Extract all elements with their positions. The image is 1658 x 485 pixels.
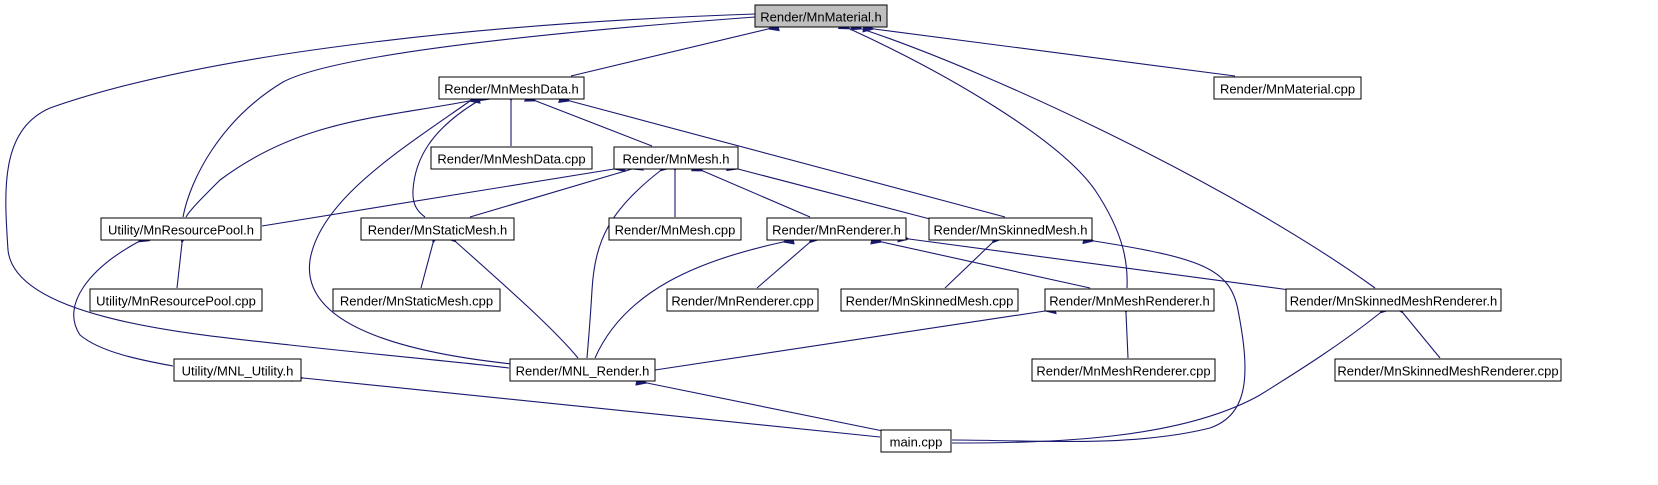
- node-box[interactable]: [89, 288, 263, 312]
- edge-skinnedmeshrenderer_h-to-main_cpp: [951, 302, 1392, 444]
- node-mesh-cpp[interactable]: Render/MnMesh.cpp: [608, 217, 742, 241]
- node-box[interactable]: [928, 217, 1093, 241]
- node-label: Render/MnMesh.cpp: [615, 223, 736, 238]
- node-label: Render/MnMesh.h: [623, 152, 730, 167]
- edge-meshrenderer_h-to-meshrenderer_cpp: [1120, 301, 1131, 359]
- node-material-h[interactable]: Render/MnMaterial.h: [754, 4, 888, 28]
- node-meshdata-cpp[interactable]: Render/MnMeshData.cpp: [430, 146, 593, 170]
- edge-skinnedmesh_h-to-skinnedmesh_cpp: [944, 231, 1004, 289]
- node-skinnedmeshrenderer-cpp[interactable]: Render/MnSkinnedMeshRenderer.cpp: [1334, 358, 1562, 382]
- edge-meshdata_h-to-staticmesh_h: [412, 91, 491, 218]
- node-label: Render/MnMaterial.h: [760, 10, 881, 25]
- node-label: Utility/MNL_Utility.h: [182, 364, 294, 379]
- edges-layer: [5, 8, 1441, 444]
- node-label: Render/MnStaticMesh.cpp: [340, 294, 493, 309]
- edge-mesh_h-to-staticmesh_h: [469, 161, 644, 218]
- node-label: main.cpp: [890, 435, 943, 450]
- node-box[interactable]: [438, 76, 585, 100]
- edge-resourcepool_h-to-resourcepool_cpp: [176, 231, 189, 289]
- edge-renderer_h-to-renderer_cpp: [756, 232, 821, 289]
- edge-skinnedmesh_h-to-main_cpp: [951, 234, 1246, 443]
- node-label: Render/MnMeshData.h: [444, 82, 578, 97]
- node-staticmesh-h[interactable]: Render/MnStaticMesh.h: [360, 217, 515, 241]
- edge-material_h-to-skinnedmeshrenderer_h: [849, 20, 1376, 289]
- edge-material_h-to-mnl_render_h: [5, 8, 767, 369]
- edge-meshdata_h-to-resourcepool_h: [185, 94, 481, 218]
- node-renderer-h[interactable]: Render/MnRenderer.h: [766, 217, 907, 241]
- node-label: Render/MnMeshData.cpp: [437, 152, 585, 167]
- edge-staticmesh_h-to-staticmesh_cpp: [420, 231, 441, 289]
- node-box[interactable]: [1031, 358, 1216, 382]
- node-mnl-utility-h[interactable]: Utility/MNL_Utility.h: [173, 358, 302, 382]
- edge-meshdata_h-to-skinnedmesh_h: [558, 93, 1006, 218]
- node-skinnedmeshrenderer-h[interactable]: Render/MnSkinnedMeshRenderer.h: [1285, 288, 1502, 312]
- edge-mesh_h-to-mnl_render_h: [586, 160, 672, 359]
- node-label: Render/MnMeshRenderer.cpp: [1036, 364, 1210, 379]
- node-box[interactable]: [666, 288, 819, 312]
- node-label: Render/MnStaticMesh.h: [368, 223, 507, 238]
- node-main-cpp[interactable]: main.cpp: [880, 429, 952, 453]
- node-label: Utility/MnResourcePool.h: [108, 223, 254, 238]
- edge-mnl_render_h-to-main_cpp: [635, 375, 884, 432]
- node-label: Render/MNL_Render.h: [516, 364, 650, 379]
- edge-mesh_h-to-skinnedmesh_h: [726, 161, 931, 220]
- node-box[interactable]: [840, 288, 1019, 312]
- edge-staticmesh_h-to-mnl_render_h: [444, 230, 579, 359]
- node-staticmesh-cpp[interactable]: Render/MnStaticMesh.cpp: [332, 288, 501, 312]
- node-box[interactable]: [1213, 76, 1362, 100]
- node-label: Render/MnSkinnedMeshRenderer.h: [1290, 294, 1497, 309]
- edge-mnl_utility_h-to-main_cpp: [291, 371, 881, 438]
- edge-material_h-to-resourcepool_h: [182, 11, 767, 218]
- node-label: Render/MnRenderer.cpp: [671, 294, 813, 309]
- node-label: Utility/MnResourcePool.cpp: [96, 294, 256, 309]
- node-box[interactable]: [100, 217, 262, 241]
- node-label: Render/MnRenderer.h: [772, 223, 901, 238]
- node-resourcepool-cpp[interactable]: Utility/MnResourcePool.cpp: [89, 288, 263, 312]
- node-box[interactable]: [613, 146, 739, 170]
- edge-resourcepool_h-to-mnl_utility_h: [73, 232, 174, 367]
- node-meshrenderer-cpp[interactable]: Render/MnMeshRenderer.cpp: [1031, 358, 1216, 382]
- node-meshdata-h[interactable]: Render/MnMeshData.h: [438, 76, 585, 100]
- node-box[interactable]: [1334, 358, 1562, 382]
- node-label: Render/MnSkinnedMeshRenderer.cpp: [1337, 364, 1558, 379]
- edge-mesh_h-to-renderer_h: [690, 162, 811, 218]
- node-mnl-render-h[interactable]: Render/MNL_Render.h: [509, 358, 656, 382]
- node-resourcepool-h[interactable]: Utility/MnResourcePool.h: [100, 217, 262, 241]
- node-renderer-cpp[interactable]: Render/MnRenderer.cpp: [666, 288, 819, 312]
- edge-renderer_h-to-meshrenderer_h: [870, 234, 1091, 289]
- node-skinnedmesh-cpp[interactable]: Render/MnSkinnedMesh.cpp: [840, 288, 1019, 312]
- node-box[interactable]: [608, 217, 742, 241]
- node-mesh-h[interactable]: Render/MnMesh.h: [613, 146, 739, 170]
- edge-renderer_h-to-skinnedmeshrenderer_h: [897, 232, 1291, 291]
- node-box[interactable]: [1285, 288, 1502, 312]
- node-box[interactable]: [766, 217, 907, 241]
- edge-material_h-to-meshdata_h: [570, 21, 780, 77]
- edge-meshdata_h-to-mesh_h: [523, 92, 653, 147]
- node-skinnedmesh-h[interactable]: Render/MnSkinnedMesh.h: [928, 217, 1093, 241]
- node-label: Render/MnMaterial.cpp: [1220, 82, 1355, 97]
- node-label: Render/MnSkinnedMesh.h: [934, 223, 1088, 238]
- node-box[interactable]: [430, 146, 593, 170]
- edge-renderer_h-to-mnl_render_h: [594, 234, 795, 359]
- node-box[interactable]: [360, 217, 515, 241]
- edge-material_h-to-meshrenderer_h: [837, 19, 1128, 289]
- edge-mesh_h-to-resourcepool_h: [261, 162, 626, 227]
- node-box[interactable]: [1044, 288, 1215, 312]
- node-meshrenderer-h[interactable]: Render/MnMeshRenderer.h: [1044, 288, 1215, 312]
- edge-meshrenderer_h-to-mnl_render_h: [654, 304, 1057, 371]
- node-box[interactable]: [332, 288, 501, 312]
- node-box[interactable]: [880, 429, 952, 453]
- node-box[interactable]: [754, 4, 888, 28]
- node-box[interactable]: [509, 358, 656, 382]
- node-label: Render/MnMeshRenderer.h: [1049, 294, 1209, 309]
- edge-skinnedmeshrenderer_h-to-skinnedmeshrenderer_cpp: [1392, 301, 1441, 359]
- edge-material_h-to-material_cpp: [862, 22, 1236, 77]
- node-label: Render/MnSkinnedMesh.cpp: [846, 294, 1014, 309]
- node-box[interactable]: [173, 358, 302, 382]
- node-material-cpp[interactable]: Render/MnMaterial.cpp: [1213, 76, 1362, 100]
- edge-meshdata_h-to-mnl_render_h: [308, 90, 523, 366]
